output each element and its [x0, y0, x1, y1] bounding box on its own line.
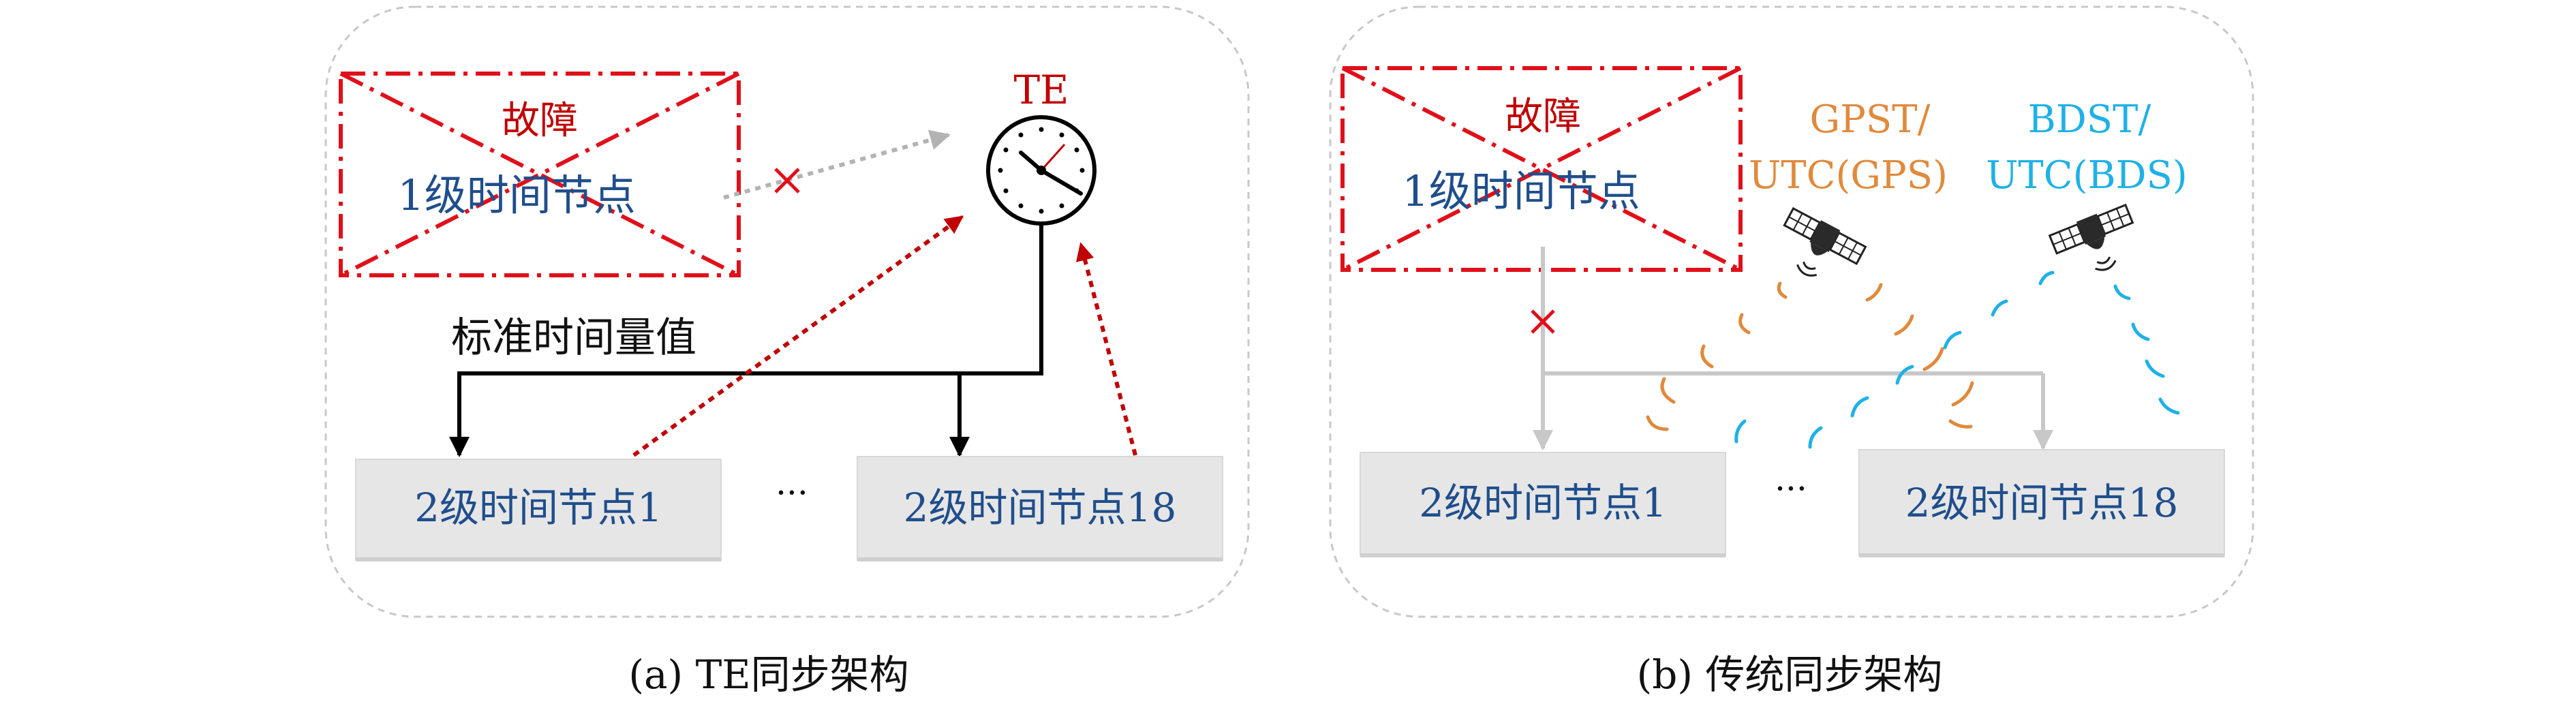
fault-cross-line	[339, 72, 740, 277]
fault-box	[339, 72, 741, 277]
ellipsis: ···	[776, 473, 808, 512]
gps-label-line1: GPST/	[1810, 97, 1931, 142]
level2-node-first-label: 2级时间节点1	[1419, 480, 1667, 526]
fault-label: 故障	[502, 99, 578, 143]
bds-label-line1: BDST/	[2028, 97, 2151, 142]
level2-node-last-label: 2级时间节点18	[1905, 480, 2179, 526]
standard-time-line	[449, 224, 1043, 457]
caption-b: (b) 传统同步架构	[1637, 651, 1943, 698]
satellite-icon	[1767, 204, 1868, 294]
fault-label: 故障	[1505, 95, 1581, 139]
level1-node-label: 1级时间节点	[397, 170, 635, 220]
panel-b: 故障 1级时间节点 GPST/ UTC(GPS) BDST/ UTC(BDS)	[1329, 5, 2254, 698]
feedback-arrow-first	[632, 215, 964, 457]
panel-a-border	[324, 5, 1250, 618]
panel-a: 故障 1级时间节点 TE	[324, 5, 1250, 698]
gps-signal-waves	[1646, 281, 1974, 431]
level2-node-first-label: 2级时间节点1	[414, 484, 662, 531]
ellipsis: ···	[1775, 469, 1807, 508]
fault-cross-line	[1341, 66, 1742, 272]
level1-node-faulty: 故障 1级时间节点	[1340, 66, 1743, 272]
feedback-arrow-last	[1076, 242, 1137, 456]
caption-a: (a) TE同步架构	[628, 651, 908, 698]
fault-cross-line	[1341, 66, 1742, 272]
level2-node-last: 2级时间节点18	[857, 456, 1223, 561]
bds-signal-waves	[1734, 271, 2180, 449]
te-label: TE	[1013, 67, 1069, 113]
clock-icon	[986, 115, 1097, 226]
failed-link-arrow	[723, 129, 951, 200]
gps-label-line2: UTC(GPS)	[1749, 153, 1948, 198]
level2-node-first: 2级时间节点1	[1360, 452, 1726, 557]
failed-link-x-mark	[774, 168, 800, 194]
level2-node-last-label: 2级时间节点18	[904, 484, 1177, 531]
standard-time-label: 标准时间量值	[451, 314, 696, 362]
level1-node-label: 1级时间节点	[1402, 166, 1640, 216]
failed-link-x-mark	[1531, 309, 1555, 334]
fault-cross-line	[339, 72, 740, 277]
panel-b-border	[1329, 5, 2254, 618]
level1-node-faulty: 故障 1级时间节点	[339, 72, 741, 277]
satellite-icon	[2047, 201, 2147, 286]
bds-label-line2: UTC(BDS)	[1986, 153, 2188, 198]
level2-node-first: 2级时间节点1	[355, 459, 722, 561]
level2-node-last: 2级时间节点18	[1858, 449, 2225, 557]
